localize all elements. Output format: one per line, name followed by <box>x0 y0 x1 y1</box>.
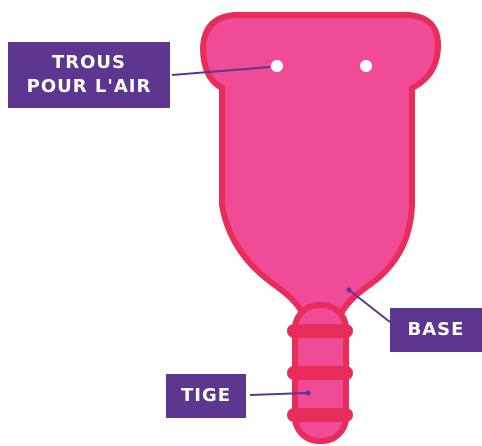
base-leader-dot <box>347 288 352 293</box>
air-holes-label-line1: TROUS <box>52 51 126 75</box>
stem-ring-1 <box>287 324 353 338</box>
stem-label-text: TIGE <box>181 384 231 408</box>
air-holes-label: TROUS POUR L'AIR <box>8 42 170 108</box>
air-holes-label-line2: POUR L'AIR <box>27 75 152 99</box>
base-label: BASE <box>390 308 482 352</box>
stem-ring-2 <box>287 366 353 380</box>
stem-leader-dot <box>306 391 311 396</box>
base-label-text: BASE <box>408 318 465 342</box>
stem-ring-3 <box>287 408 353 422</box>
cup-body <box>203 15 438 312</box>
base-leader-line <box>349 290 390 322</box>
stem-label: TIGE <box>166 374 246 418</box>
air-hole-right <box>360 60 372 72</box>
air-hole-left <box>271 60 283 72</box>
